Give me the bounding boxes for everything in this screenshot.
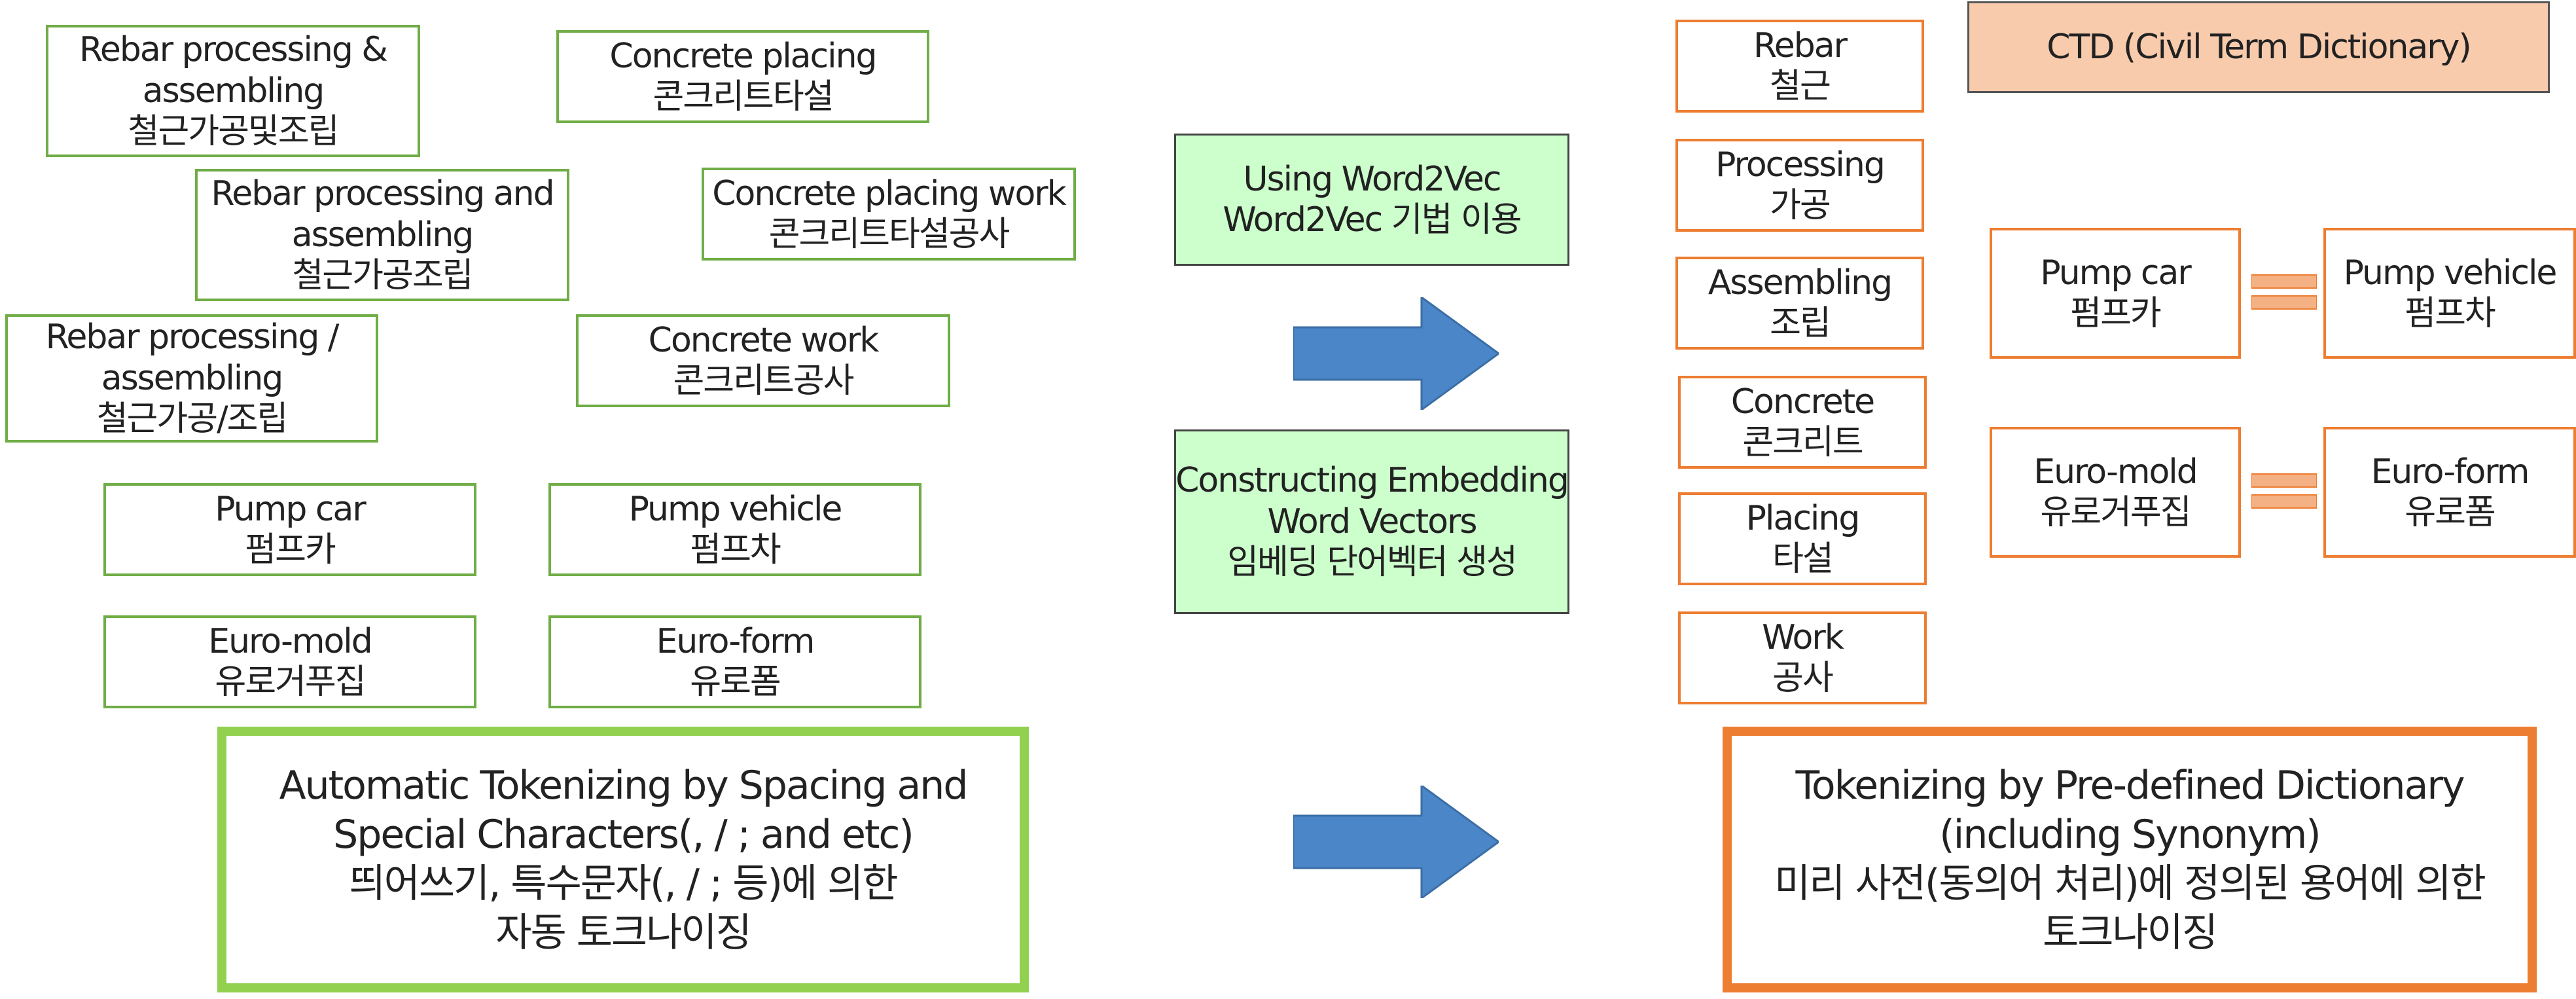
term-line: Euro-mold (208, 621, 373, 661)
token-line: Placing (1745, 498, 1861, 538)
term-line: Rebar processing and (211, 174, 554, 214)
token-line: Assembling (1708, 263, 1893, 302)
term-line: 펌프카 (245, 530, 336, 570)
synonym-euro-form: Euro-form 유로폼 (2323, 427, 2576, 558)
term-line: assembling (101, 358, 284, 398)
term-line: Pump car (215, 489, 366, 529)
term-pump-car: Pump car 펌프카 (103, 483, 476, 576)
token-line: 타설 (1772, 539, 1834, 579)
method-line: 띄어쓰기, 특수문자(, / ; 등)에 의한 (349, 861, 898, 907)
synonym-line: 펌프카 (2070, 294, 2162, 333)
token-line: Rebar (1753, 26, 1848, 65)
token-line: 조립 (1770, 304, 1831, 343)
term-concrete-placing: Concrete placing 콘크리트타설 (556, 30, 929, 123)
term-line: 콘크리트타설공사 (768, 215, 1011, 254)
token-line: Concrete (1730, 382, 1875, 422)
synonym-line: 펌프차 (2405, 294, 2496, 333)
method-line: Automatic Tokenizing by Spacing and (279, 763, 969, 808)
term-euro-form: Euro-form 유로폼 (548, 615, 921, 708)
automatic-tokenizing-box: Automatic Tokenizing by Spacing and Spec… (217, 727, 1029, 992)
term-concrete-placing-work: Concrete placing work 콘크리트타설공사 (702, 168, 1076, 261)
method-line: 미리 사전(동의어 처리)에 정의된 용어에 의한 (1774, 861, 2486, 907)
embedding-line: 임베딩 단어벡터 생성 (1227, 543, 1518, 583)
term-pump-vehicle: Pump vehicle 펌프차 (548, 483, 921, 576)
term-euro-mold: Euro-mold 유로거푸집 (103, 615, 476, 708)
term-rebar-processing-slash-assembling: Rebar processing / assembling 철근가공/조립 (5, 314, 378, 443)
word2vec-line: Word2Vec 기법 이용 (1223, 200, 1522, 240)
term-line: 유로거푸집 (215, 663, 366, 702)
token-assembling: Assembling 조립 (1675, 257, 1924, 350)
equals-icon (2251, 274, 2317, 310)
term-line: Concrete placing (609, 36, 877, 76)
method-line: (including Synonym) (1939, 812, 2321, 858)
token-line: 콘크리트 (1742, 423, 1863, 462)
term-line: Rebar processing & (79, 30, 388, 70)
token-line: 공사 (1772, 659, 1834, 698)
term-line: assembling (142, 71, 325, 111)
ctd-dictionary-label: CTD (Civil Term Dictionary) (1967, 1, 2550, 93)
token-work: Work 공사 (1678, 611, 1927, 704)
term-rebar-processing-and-assembling-amp: Rebar processing & assembling 철근가공및조립 (46, 25, 420, 157)
term-concrete-work: Concrete work 콘크리트공사 (576, 314, 950, 407)
synonym-pump-vehicle: Pump vehicle 펌프차 (2323, 228, 2576, 359)
term-line: Concrete work (648, 320, 880, 360)
right-arrow-icon (1293, 786, 1499, 898)
term-line: Rebar processing / (45, 318, 340, 357)
token-processing: Processing 가공 (1675, 139, 1924, 232)
method-line: Tokenizing by Pre-defined Dictionary (1795, 763, 2465, 808)
term-rebar-processing-and-assembling: Rebar processing and assembling 철근가공조립 (195, 169, 569, 301)
term-line: 콘크리트타설 (653, 77, 834, 117)
term-line: 철근가공/조립 (96, 399, 289, 439)
token-placing: Placing 타설 (1678, 492, 1927, 585)
word2vec-line: Using Word2Vec (1243, 159, 1502, 199)
synonym-line: Pump vehicle (2343, 253, 2558, 293)
term-line: 콘크리트공사 (673, 361, 854, 401)
term-line: Pump vehicle (628, 489, 843, 529)
embedding-box: Constructing Embedding Word Vectors 임베딩 … (1174, 429, 1569, 614)
synonym-pump-car: Pump car 펌프카 (1990, 228, 2241, 359)
ctd-label: CTD (Civil Term Dictionary) (2047, 27, 2471, 67)
token-concrete: Concrete 콘크리트 (1678, 376, 1927, 469)
term-line: Concrete placing work (712, 173, 1066, 213)
embedding-line: Word Vectors (1267, 501, 1478, 541)
token-line: Processing (1715, 145, 1886, 185)
synonym-line: Euro-mold (2033, 452, 2198, 492)
synonym-euro-mold: Euro-mold 유로거푸집 (1990, 427, 2241, 558)
term-line: Euro-form (656, 621, 815, 661)
synonym-line: 유로폼 (2405, 493, 2496, 532)
synonym-line: Euro-form (2370, 452, 2530, 492)
term-line: 펌프차 (690, 530, 781, 570)
equals-icon (2251, 473, 2317, 509)
embedding-line: Constructing Embedding (1175, 461, 1569, 501)
term-line: 유로폼 (690, 663, 781, 702)
token-rebar: Rebar 철근 (1675, 20, 1924, 113)
synonym-line: Pump car (2040, 253, 2191, 293)
method-line: 토크나이징 (2043, 910, 2218, 956)
synonym-line: 유로거푸집 (2040, 493, 2191, 532)
term-line: 철근가공및조립 (128, 112, 340, 152)
right-arrow-icon (1293, 297, 1499, 410)
dictionary-tokenizing-box: Tokenizing by Pre-defined Dictionary (in… (1723, 727, 2537, 992)
method-line: Special Characters(, / ; and etc) (333, 812, 914, 858)
token-line: 가공 (1770, 186, 1831, 225)
token-line: Work (1762, 617, 1844, 657)
method-line: 자동 토크나이징 (495, 910, 751, 956)
word2vec-box: Using Word2Vec Word2Vec 기법 이용 (1174, 134, 1569, 266)
term-line: 철근가공조립 (292, 256, 473, 296)
token-line: 철근 (1770, 67, 1831, 106)
term-line: assembling (291, 215, 474, 255)
